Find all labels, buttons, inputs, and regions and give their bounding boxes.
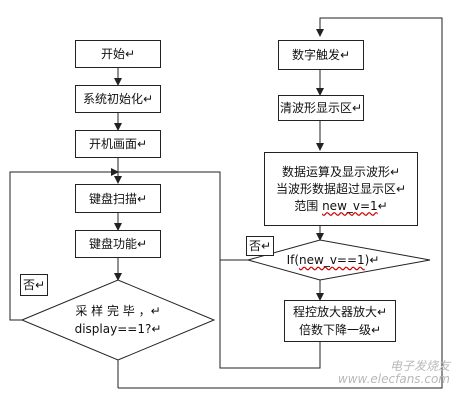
- node-clear-wave: 清波形显示区↵: [278, 95, 364, 121]
- para-mark: ↵: [151, 322, 162, 336]
- decision-sampling-line1: 采 样 完 毕 ，: [75, 304, 151, 318]
- node-process: 数据运算及显示波形↵ 当波形数据超过显示区↵ 范围 new_v=1↵: [264, 152, 418, 226]
- para-mark: ↵: [351, 101, 363, 115]
- node-amplifier-line2: 倍数下降一级: [298, 323, 371, 337]
- node-boot-screen: 开机画面↵: [75, 130, 161, 158]
- decision-sampling-diamond: [20, 279, 216, 361]
- para-mark: ↵: [370, 323, 382, 337]
- para-mark: ↵: [136, 191, 148, 206]
- decision-sampling-text: 采 样 完 毕 ，↵ display==1?↵: [60, 302, 176, 338]
- para-mark: ↵: [124, 47, 136, 61]
- node-digital-trigger-label: 数字触发: [291, 48, 340, 62]
- edge-no-right-to-scan: [118, 171, 248, 261]
- label-no-right: 否↵: [246, 236, 274, 256]
- node-amplifier: 程控放大器放大↵ 倍数下降一级↵: [284, 300, 396, 342]
- node-clear-wave-label: 清波形显示区: [279, 101, 352, 115]
- para-mark: ↵: [136, 137, 148, 151]
- para-mark: ↵: [389, 164, 401, 179]
- label-no-left-text: 否: [22, 278, 35, 292]
- para-mark: ↵: [395, 181, 407, 196]
- watermark: 电子发烧友 www.elecfans.com: [337, 359, 450, 386]
- decision-if-suffix: ): [364, 253, 370, 267]
- edge-no-loop-left: [9, 168, 119, 321]
- para-mark: ↵: [150, 304, 161, 318]
- decision-if-prefix: If(: [286, 253, 300, 267]
- para-mark: ↵: [376, 305, 388, 319]
- node-system-init-label: 系统初始化: [82, 92, 143, 106]
- node-process-line3-prefix: 范围: [294, 198, 323, 213]
- node-boot-screen-label: 开机画面: [88, 137, 137, 151]
- node-key-function: 键盘功能↵: [75, 230, 161, 258]
- node-process-line3-var: new_v=1: [322, 198, 378, 213]
- para-mark: ↵: [34, 278, 46, 292]
- para-mark: ↵: [339, 48, 351, 62]
- node-key-scan-label: 键盘扫描: [88, 191, 137, 206]
- node-system-init: 系统初始化↵: [75, 85, 161, 113]
- para-mark: ↵: [260, 239, 272, 253]
- para-mark: ↵: [142, 92, 154, 106]
- label-no-right-text: 否: [248, 239, 261, 253]
- para-mark: ↵: [369, 253, 380, 267]
- edge-yes-to-trigger: [118, 17, 443, 389]
- node-key-scan: 键盘扫描↵: [75, 184, 161, 213]
- node-digital-trigger: 数字触发↵: [278, 40, 364, 70]
- decision-sampling-line2: display==1?: [74, 322, 152, 336]
- decision-if-diamond: [246, 239, 431, 281]
- edge-amp-return: [219, 260, 321, 369]
- node-key-function-label: 键盘功能: [88, 237, 137, 251]
- decision-if-text: If(new_v==1)↵: [278, 252, 388, 268]
- decision-if-var: new_v==1: [299, 253, 365, 267]
- node-process-line1: 数据运算及显示波形: [281, 164, 390, 179]
- para-mark: ↵: [377, 198, 388, 213]
- node-start-label: 开始: [100, 47, 125, 61]
- label-no-left: 否↵: [20, 274, 48, 296]
- node-amplifier-line1: 程控放大器放大: [292, 305, 377, 319]
- node-process-line2: 当波形数据超过显示区: [275, 181, 396, 196]
- node-start: 开始↵: [75, 40, 161, 68]
- para-mark: ↵: [136, 237, 148, 251]
